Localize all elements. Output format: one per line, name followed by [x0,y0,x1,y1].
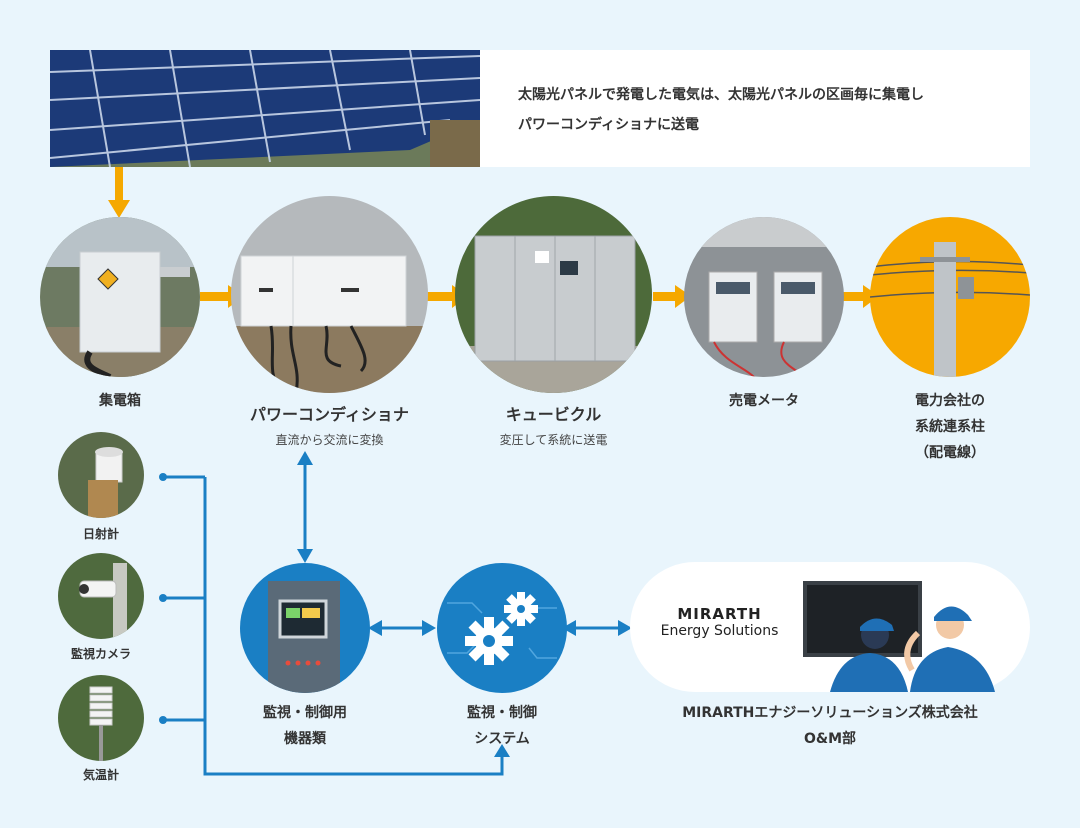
meter-label: 売電メータ [729,393,799,409]
monitor-system-label: 監視・制御 システム [422,700,582,752]
arrow-down-orange-head [108,200,130,218]
sensor-label-pyranometer: 日射計 [82,527,119,541]
company-logo: MIRARTH Energy Solutions [652,605,787,639]
monitor-system-line-2: システム [474,731,530,747]
pyranometer-photo [58,432,144,518]
cubicle-label: キュービクル [505,405,602,424]
utility-pole-line-1: 電力会社の [915,393,985,409]
utility-pole-line-3: （配電線） [915,445,985,461]
monitor-device-photo [240,563,370,693]
sensor-label-camera: 監視カメラ [70,647,131,661]
company-line-2: O&M部 [803,731,857,747]
monitor-device-label: 監視・制御用 機器類 [225,700,385,752]
monitor-system-illustration [437,563,567,693]
company-line-1: MIRARTHエナジーソリューションズ株式会社 [682,705,978,721]
gear-icon [465,592,538,665]
junction-box-label: 集電箱 [99,393,141,409]
arrow-down-orange [115,167,123,203]
monitor-device-line-2: 機器類 [284,731,326,747]
camera-photo [58,553,144,639]
power-conditioner-sub: 直流から交流に変換 [275,433,384,447]
intro-text-box: 太陽光パネルで発電した電気は、太陽光パネルの区画毎に集電し パワーコンディショナ… [480,50,1030,167]
sensor-label-thermometer: 気温計 [82,768,119,782]
cubicle-sub: 変圧して系統に送電 [499,433,608,447]
utility-pole-illustration [870,217,1030,377]
company-label: MIRARTHエナジーソリューションズ株式会社 O&M部 [630,700,1030,752]
thermometer-photo [58,675,144,761]
solar-panel-photo [50,50,480,167]
power-conditioner-photo [231,196,428,393]
monitor-device-line-1: 監視・制御用 [263,705,347,721]
logo-line-2: Energy Solutions [660,623,779,639]
monitor-system-line-1: 監視・制御 [467,705,537,721]
cubicle-photo [455,196,652,393]
utility-pole-label: 電力会社の 系統連系柱 （配電線） [870,388,1030,466]
operators-illustration [803,581,995,692]
power-conditioner-label: パワーコンディショナ [250,405,409,424]
intro-line-2: パワーコンディショナに送電 [518,117,700,133]
meter-photo [684,217,844,377]
logo-line-1: MIRARTH [677,605,762,623]
intro-line-1: 太陽光パネルで発電した電気は、太陽光パネルの区画毎に集電し [518,87,924,103]
utility-pole-line-2: 系統連系柱 [915,419,985,435]
junction-box-photo [40,217,200,377]
